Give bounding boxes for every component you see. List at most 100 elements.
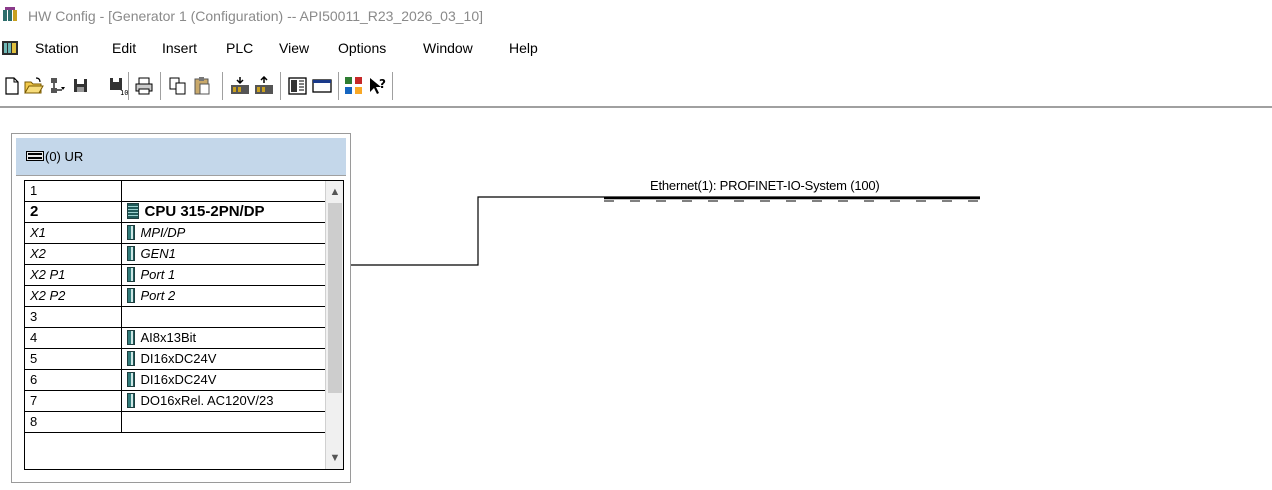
hw-config-document-icon[interactable] [2,41,18,55]
cpu-module-icon [126,203,139,219]
module-cell[interactable] [121,181,325,202]
slot-number: 3 [25,306,122,328]
download-icon[interactable] [230,76,250,96]
menu-options[interactable]: Options [338,40,387,56]
rack-row[interactable]: 7 DO16xRel. AC120V/23 [25,390,325,412]
rack-icon [26,151,44,161]
slot-number: 8 [25,411,122,433]
module-cell[interactable]: Port 1 [121,264,325,286]
rack-row[interactable]: X1 MPI/DP [25,222,325,244]
rack-row[interactable]: 3 [25,306,325,328]
rack-row[interactable]: X2 P1 Port 1 [25,264,325,286]
toolbar-separator [392,72,394,100]
rack-row[interactable]: X2 GEN1 [25,243,325,265]
upload-icon[interactable] [254,76,274,96]
slot-number: X2 P2 [25,285,122,307]
scroll-thumb[interactable] [328,203,342,393]
module-name: DI16xDC24V [140,351,217,366]
slot-number: 6 [25,369,122,391]
toolbar-separator [338,72,340,100]
menu-help[interactable]: Help [509,40,538,56]
svg-text:10: 10 [120,89,128,96]
module-cell[interactable] [121,411,325,433]
toolbar-separator [222,72,224,100]
module-cell[interactable]: CPU 315-2PN/DP [121,201,325,223]
rack-row[interactable]: 8 [25,411,325,433]
title-bar: HW Config - [Generator 1 (Configuration)… [0,0,1272,34]
network-icon[interactable] [49,76,69,96]
toolbar: 10 [0,64,1272,108]
module-cell[interactable]: AI8x13Bit [121,327,325,349]
menu-edit[interactable]: Edit [112,40,137,56]
module-icon [126,267,135,282]
module-name: GEN1 [140,246,176,261]
new-icon[interactable] [2,76,22,96]
help-pointer-icon[interactable]: ? [368,76,388,96]
menu-station[interactable]: Station [35,40,79,56]
module-cell[interactable]: Port 2 [121,285,325,307]
toolbar-separator [160,72,162,100]
slot-number: 7 [25,390,122,412]
network-view-icon[interactable] [344,76,364,96]
open-icon[interactable] [24,76,44,96]
module-cell[interactable]: GEN1 [121,243,325,265]
module-name: AI8x13Bit [140,330,197,345]
module-name: Port 1 [140,267,176,282]
svg-text:?: ? [379,77,386,91]
module-name: DI16xDC24V [140,372,217,387]
module-icon [126,351,135,366]
slot-number: 1 [25,181,122,202]
ethernet-network-label[interactable]: Ethernet(1): PROFINET-IO-System (100) [650,178,880,193]
module-name: Port 2 [140,288,176,303]
menu-insert[interactable]: Insert [162,40,198,56]
menu-view[interactable]: View [279,40,310,56]
slot-number: X2 P1 [25,264,122,286]
scroll-up-arrow[interactable]: ▲ [329,186,341,198]
toolbar-separator [128,72,130,100]
module-icon [126,330,135,345]
module-cell[interactable]: DO16xRel. AC120V/23 [121,390,325,412]
rack-row[interactable]: X2 P2 Port 2 [25,285,325,307]
toolbar-separator [280,72,282,100]
slot-number: 2 [25,201,122,223]
slot-number: X1 [25,222,122,244]
rack-scrollbar[interactable]: ▲ ▼ [325,181,343,469]
scroll-down-arrow[interactable]: ▼ [329,452,341,464]
module-name: CPU 315-2PN/DP [144,203,265,220]
save-compile-icon[interactable]: 10 [108,76,128,96]
slot-number: X2 [25,243,122,265]
window-title: HW Config - [Generator 1 (Configuration)… [28,8,484,24]
rack-header[interactable]: (0) UR [16,138,346,176]
menu-bar: Station Edit Insert PLC View Options Win… [0,34,1272,64]
slot-number: 5 [25,348,122,370]
menu-window[interactable]: Window [423,40,473,56]
rack-title: (0) UR [45,149,84,164]
rack-row[interactable]: 1 [25,181,325,202]
hw-config-icon [3,7,17,21]
menu-plc[interactable]: PLC [226,40,254,56]
module-name: MPI/DP [140,225,186,240]
rack-row[interactable]: 5 DI16xDC24V [25,348,325,370]
module-cell[interactable] [121,306,325,328]
copy-icon[interactable] [168,76,188,96]
module-icon [126,288,135,303]
save-icon[interactable] [71,76,91,96]
window-icon[interactable] [312,76,332,96]
module-cell[interactable]: MPI/DP [121,222,325,244]
print-icon[interactable] [134,76,154,96]
module-icon [126,246,135,261]
rack-row[interactable]: 2 CPU 315-2PN/DP [25,201,325,223]
rack-row[interactable]: 4 AI8x13Bit [25,327,325,349]
module-cell[interactable]: DI16xDC24V [121,348,325,370]
paste-icon[interactable] [192,76,212,96]
rack-row[interactable]: 6 DI16xDC24V [25,369,325,391]
module-icon [126,393,135,408]
module-name: DO16xRel. AC120V/23 [140,393,274,408]
catalog-icon[interactable] [288,76,308,96]
slot-number: 4 [25,327,122,349]
module-cell[interactable]: DI16xDC24V [121,369,325,391]
module-icon [126,372,135,387]
